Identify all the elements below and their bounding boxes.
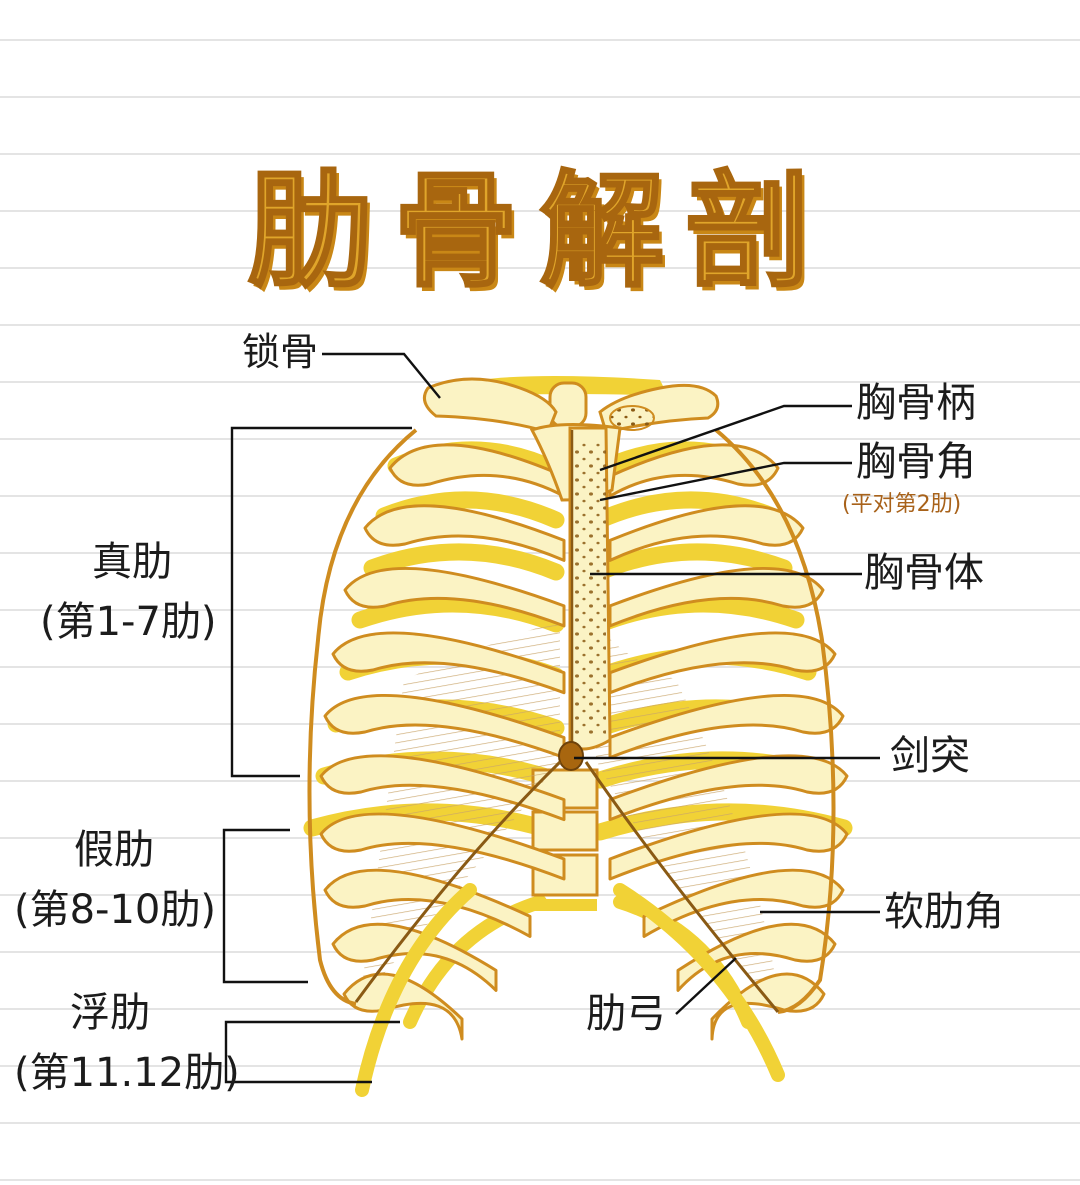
costal-cartilage-right bbox=[596, 620, 780, 1010]
group-true-ribs-range: (第1-7肋) bbox=[40, 599, 217, 645]
group-false-ribs-range: (第8-10肋) bbox=[14, 887, 216, 933]
floating-rib-left bbox=[355, 883, 477, 1097]
leader-costal-arch bbox=[675, 957, 737, 1015]
leader-lines bbox=[222, 352, 880, 1084]
label-sternal-angle: 胸骨角 bbox=[856, 439, 976, 485]
leader-clavicle bbox=[322, 352, 441, 399]
rib-left bbox=[323, 693, 566, 759]
floating-ribs bbox=[355, 883, 785, 1097]
label-clavicle: 锁骨 bbox=[242, 330, 319, 374]
rib-left bbox=[319, 754, 566, 822]
rib-left bbox=[363, 504, 566, 562]
costal-arch-left-edge bbox=[354, 760, 562, 1003]
clavicles bbox=[422, 377, 720, 434]
vertebra bbox=[533, 899, 597, 911]
rib-cage-outline-left bbox=[307, 428, 418, 1006]
bracket-true-ribs bbox=[230, 426, 412, 778]
group-floating-ribs-range: (第11.12肋) bbox=[14, 1050, 240, 1096]
rib-right bbox=[608, 504, 805, 562]
rib-cage-outline-right bbox=[714, 428, 836, 1014]
floating-rib-right bbox=[613, 883, 785, 1082]
sternum bbox=[354, 422, 780, 1013]
posterior-rib-left bbox=[363, 543, 565, 581]
bracket-false-ribs bbox=[222, 828, 308, 984]
label-sternal-angle-note: (平对第2肋) bbox=[842, 492, 962, 517]
rib-left bbox=[331, 922, 498, 992]
rib-left bbox=[388, 443, 566, 498]
rib-right bbox=[710, 972, 826, 1041]
vertebra-top bbox=[548, 381, 588, 429]
sternum-texture bbox=[574, 440, 606, 736]
label-costal-arch: 肋弓 bbox=[586, 991, 666, 1037]
group-floating-ribs-name: 浮肋 bbox=[70, 990, 150, 1036]
leader-manubrium bbox=[599, 404, 852, 472]
leader-sternal-angle bbox=[599, 461, 852, 502]
xiphoid-process bbox=[558, 741, 584, 771]
bracket-floating-ribs bbox=[224, 1020, 400, 1084]
rib-right bbox=[608, 566, 825, 628]
clavicle-joint-right bbox=[609, 405, 655, 431]
group-false-ribs-name: 假肋 bbox=[74, 827, 154, 873]
costal-arch-right-edge bbox=[584, 761, 780, 1013]
label-manubrium: 胸骨柄 bbox=[856, 380, 976, 426]
page-title: 肋骨解剖 bbox=[246, 159, 832, 306]
label-xiphoid: 剑突 bbox=[890, 733, 970, 779]
posterior-rib-right bbox=[591, 543, 793, 581]
anterior-ribs bbox=[307, 428, 849, 1041]
rib-right bbox=[608, 631, 837, 695]
rib-left bbox=[319, 812, 566, 881]
rib-left bbox=[343, 566, 566, 628]
group-true-ribs-name: 真肋 bbox=[92, 539, 172, 585]
label-costal-angle: 软肋角 bbox=[884, 889, 1004, 935]
rib-left bbox=[331, 631, 566, 695]
label-sternum-body: 胸骨体 bbox=[864, 550, 984, 596]
